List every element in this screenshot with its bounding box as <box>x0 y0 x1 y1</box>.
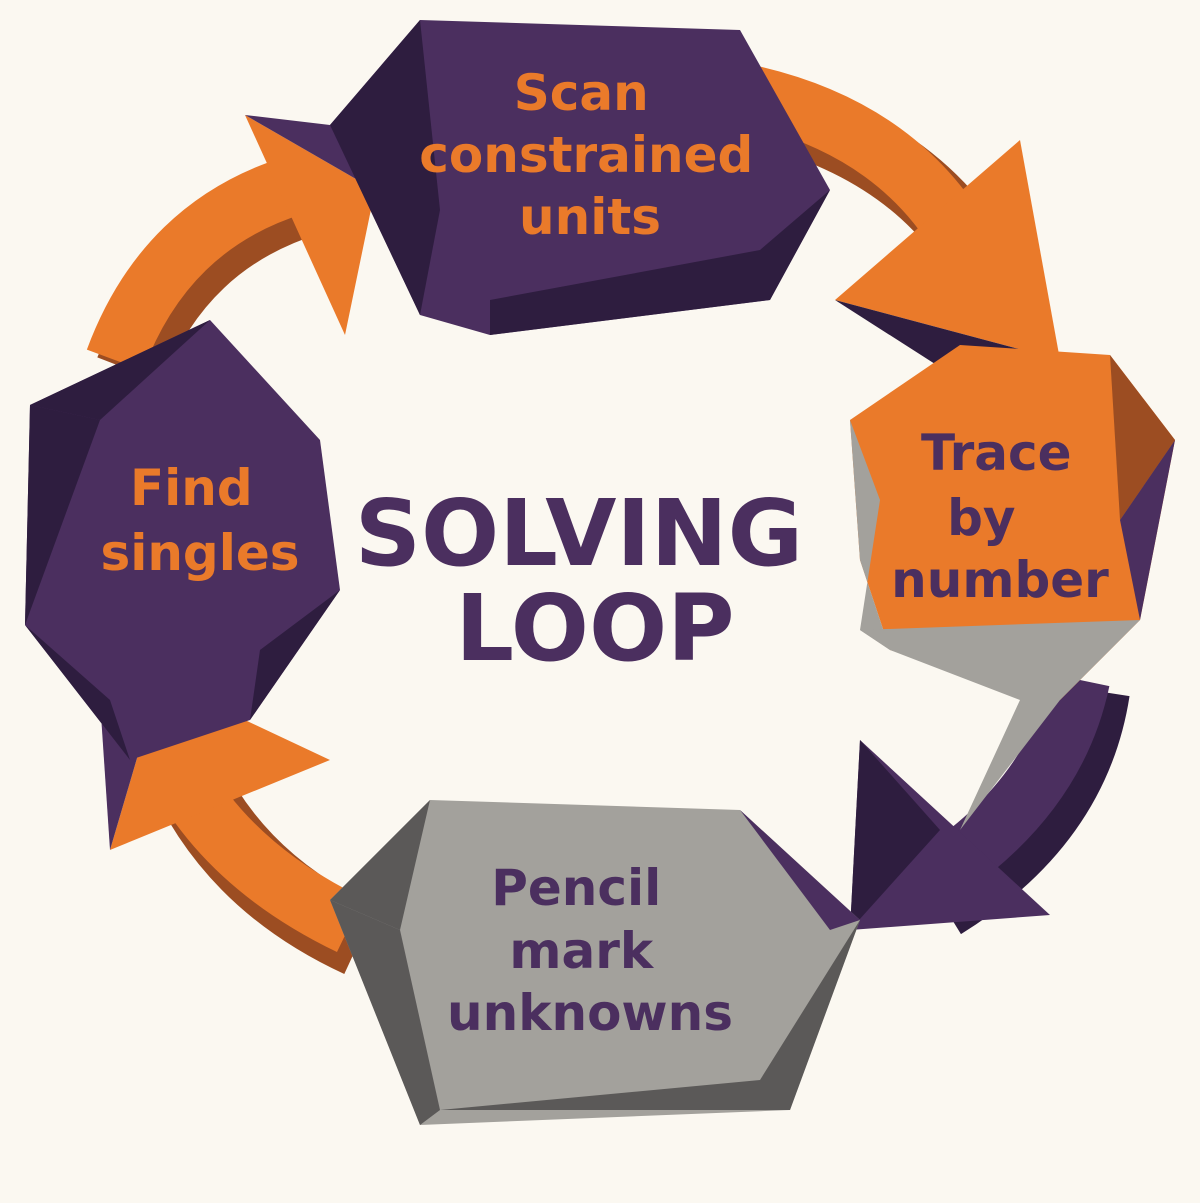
arrow-pencil-to-find <box>100 680 377 975</box>
step-pencil-label-2: mark <box>509 922 654 980</box>
arrow-trace-to-pencil <box>850 673 1130 935</box>
step-scan-label-1: Scan <box>514 64 649 122</box>
step-trace-label-2: by <box>947 489 1015 547</box>
svg-text:Trace by number: Trace by number <box>891 424 1109 609</box>
step-scan-node[interactable]: Scan constrained units <box>330 20 830 335</box>
center-title-line-2: LOOP <box>455 575 734 682</box>
center-title-line-1: SOLVING <box>355 480 803 587</box>
arrow-scan-to-trace <box>743 65 1060 380</box>
step-pencil-node[interactable]: Pencil mark unknowns <box>330 800 860 1125</box>
svg-text:Scan constrained u: Scan constrained units <box>419 64 771 246</box>
step-find-node[interactable]: Find singles <box>25 320 340 760</box>
arrow-find-to-scan <box>86 115 375 384</box>
step-find-label-1: Find <box>130 459 253 517</box>
step-pencil-label-1: Pencil <box>491 859 661 917</box>
svg-text:Pencil mark unknow: Pencil mark unknowns <box>447 859 733 1042</box>
step-trace-label-1: Trace <box>921 424 1072 482</box>
step-trace-node[interactable]: Trace by number <box>850 345 1175 830</box>
center-title: SOLVING LOOP <box>355 480 835 682</box>
step-find-label-2: singles <box>100 524 299 582</box>
svg-text:Find singles: Find singles <box>100 459 299 582</box>
step-scan-label-2: constrained <box>419 126 753 184</box>
step-scan-label-3: units <box>519 188 661 246</box>
step-trace-label-3: number <box>891 551 1109 609</box>
step-pencil-label-3: unknowns <box>447 984 733 1042</box>
